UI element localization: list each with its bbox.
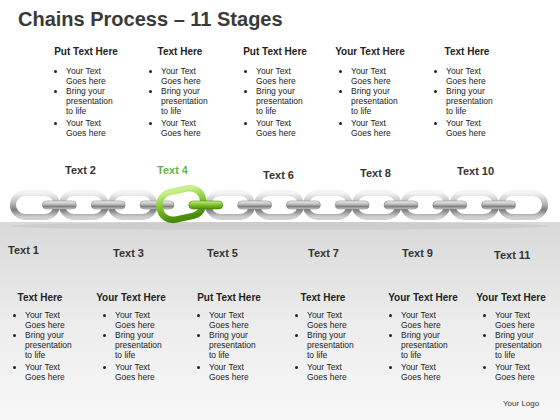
- bullet-text: Your Text Goes here: [115, 310, 169, 330]
- column-heading: Your Text Here: [81, 292, 181, 303]
- bullet-text: Your Text Goes here: [446, 66, 500, 86]
- bullet-text: Bring your presentation to life: [495, 330, 549, 360]
- column-heading: Text Here: [273, 292, 373, 303]
- column-heading: Text Here: [130, 46, 230, 57]
- stage-label: Text 1: [8, 244, 39, 256]
- bullet-text: Your Text Goes here: [66, 118, 120, 138]
- bullet-text: Bring your presentation to life: [25, 330, 79, 360]
- bullet-text: Your Text Goes here: [25, 310, 79, 330]
- bullet-text: Your Text Goes here: [115, 362, 169, 382]
- column-heading: Text Here: [0, 292, 90, 303]
- column-heading: Your Text Here: [461, 292, 560, 303]
- bullet-text: Your Text Goes here: [307, 362, 361, 382]
- stage-label: Text 8: [360, 167, 391, 179]
- bullet-text: Your Text Goes here: [351, 118, 405, 138]
- highlight-link: [189, 201, 223, 209]
- column-heading: Put Text Here: [36, 46, 136, 57]
- bullet-text: Your Text Goes here: [161, 66, 215, 86]
- bullet-text: Your Text Goes here: [446, 118, 500, 138]
- bullet-text: Bring your presentation to life: [307, 330, 361, 360]
- bullet-text: Bring your presentation to life: [209, 330, 263, 360]
- column-heading: Your Text Here: [320, 46, 420, 57]
- bullet-text: Your Text Goes here: [401, 362, 455, 382]
- bullet-text: Your Text Goes here: [256, 66, 310, 86]
- stage-label: Text 2: [65, 164, 96, 176]
- bullet-text: Your Text Goes here: [401, 310, 455, 330]
- logo-text: Your Logo: [503, 399, 539, 408]
- stage-label: Text 4: [157, 164, 188, 176]
- column-heading: Text Here: [417, 46, 517, 57]
- stage-label: Text 3: [113, 247, 144, 259]
- stage-label: Text 9: [402, 247, 433, 259]
- stage-label: Text 10: [457, 165, 494, 177]
- bullet-text: Bring your presentation to life: [115, 330, 169, 360]
- column-heading: Your Text Here: [373, 292, 473, 303]
- stage-label: Text 7: [308, 247, 339, 259]
- bullet-text: Your Text Goes here: [209, 362, 263, 382]
- bullet-text: Your Text Goes here: [66, 66, 120, 86]
- bullet-text: Your Text Goes here: [495, 310, 549, 330]
- bullet-text: Bring your presentation to life: [256, 86, 310, 116]
- column-heading: Put Text Here: [225, 46, 325, 57]
- bullet-text: Your Text Goes here: [495, 362, 549, 382]
- bullet-text: Your Text Goes here: [25, 362, 79, 382]
- bullet-text: Your Text Goes here: [209, 310, 263, 330]
- bullet-text: Bring your presentation to life: [446, 86, 500, 116]
- stage-label: Text 5: [207, 247, 238, 259]
- floor-band: [0, 222, 560, 420]
- diagram-title: Chains Process – 11 Stages: [18, 8, 283, 31]
- chain: [13, 186, 545, 223]
- bullet-text: Bring your presentation to life: [351, 86, 405, 116]
- bullet-text: Your Text Goes here: [307, 310, 361, 330]
- bullet-text: Your Text Goes here: [256, 118, 310, 138]
- chain-shadow: [10, 222, 550, 230]
- bullet-text: Bring your presentation to life: [161, 86, 215, 116]
- bullet-text: Bring your presentation to life: [401, 330, 455, 360]
- stage-label: Text 11: [494, 249, 531, 261]
- bullet-text: Your Text Goes here: [351, 66, 405, 86]
- bullet-text: Your Text Goes here: [161, 118, 215, 138]
- column-heading: Put Text Here: [179, 292, 279, 303]
- bullet-text: Bring your presentation to life: [66, 86, 120, 116]
- stage-label: Text 6: [263, 169, 294, 181]
